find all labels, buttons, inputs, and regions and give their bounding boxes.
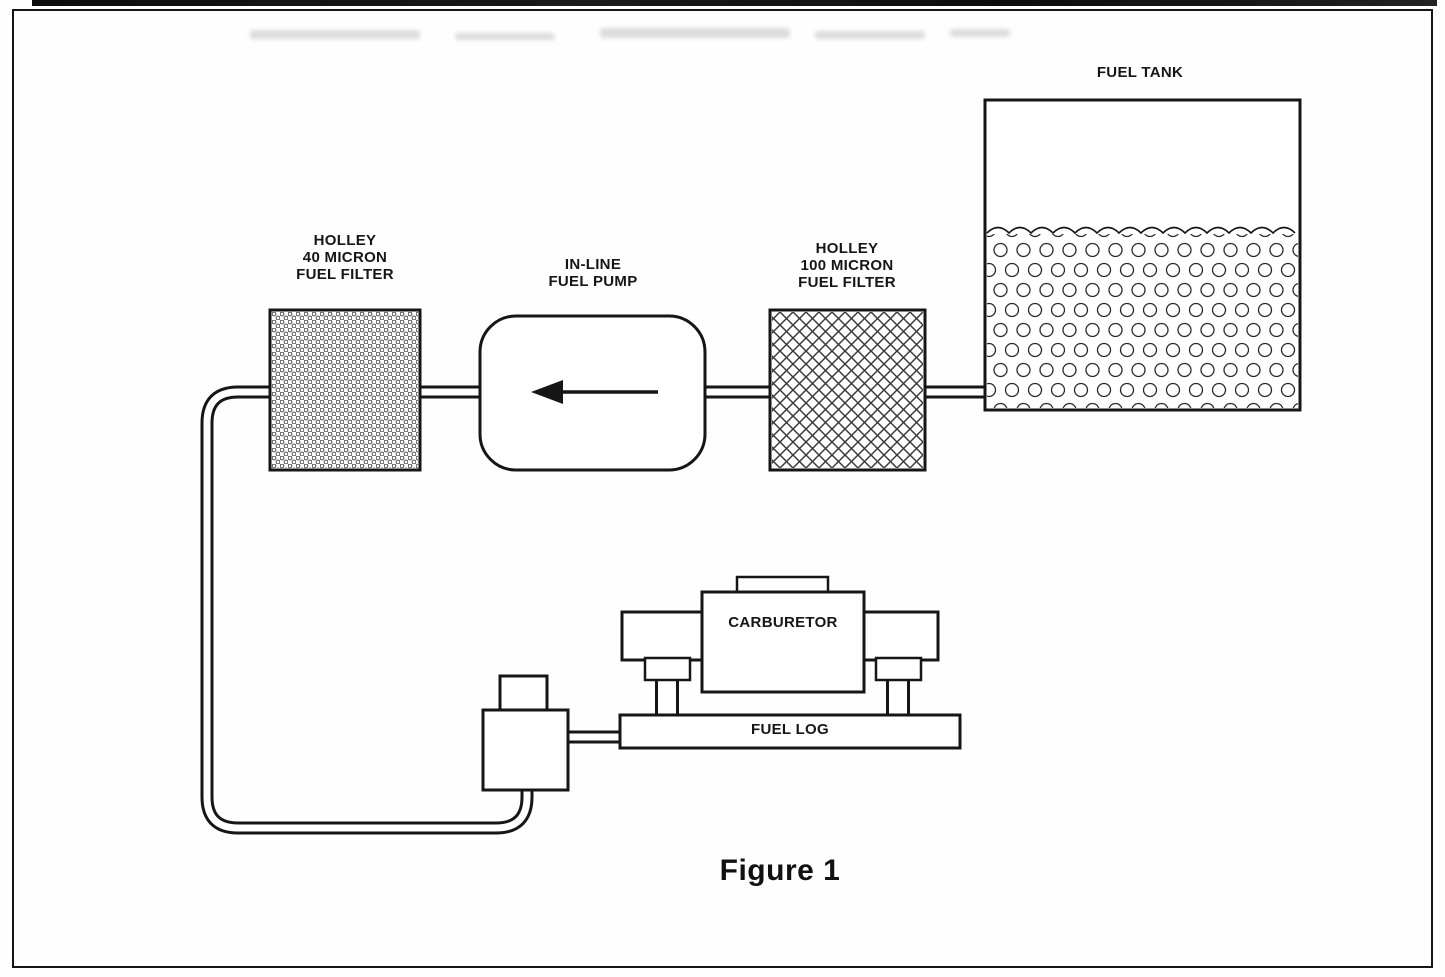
label-line: IN-LINE [564, 256, 622, 273]
figure-caption: Figure 1 [719, 854, 841, 887]
label-line: CARBURETOR [728, 614, 838, 631]
fuel-tank-shape [983, 98, 1302, 412]
filter-100-micron-shape [768, 308, 927, 472]
label-line: FUEL FILTER [798, 274, 896, 291]
label-line: FUEL LOG [751, 721, 829, 738]
label-line: 40 MICRON [302, 249, 388, 266]
label-line: FUEL TANK [1096, 64, 1184, 81]
fuel-pump-label: IN-LINE FUEL PUMP [503, 256, 683, 290]
scan-smudge [250, 30, 420, 39]
flow-arrow-icon [531, 380, 658, 404]
carburetor-assembly-shape [620, 575, 940, 694]
scan-smudge [950, 29, 1010, 37]
fine-mesh-pattern [272, 312, 418, 468]
label-line: FUEL FILTER [296, 266, 394, 283]
label-line: FUEL PUMP [548, 273, 638, 290]
scan-smudge [600, 28, 790, 38]
right-foot [874, 656, 923, 682]
fuel-tank-label: FUEL TANK [1040, 64, 1240, 81]
fuel-log-shape [618, 713, 962, 750]
carburetor-label: CARBURETOR [703, 614, 863, 631]
fuel-liquid-pattern [987, 234, 1298, 408]
carburetor-legs [655, 678, 910, 717]
scan-smudge [455, 33, 555, 40]
left-foot [643, 656, 692, 682]
label-line: HOLLEY [815, 240, 879, 257]
scan-artifact-bar [32, 0, 1437, 6]
fuel-log-label: FUEL LOG [620, 721, 960, 738]
carburetor-body [700, 590, 866, 694]
fuel-pump-shape [478, 314, 707, 472]
filter-40-micron-label: HOLLEY 40 MICRON FUEL FILTER [255, 232, 435, 283]
fuel-surface-wave [986, 226, 1296, 235]
filter-100-micron-label: HOLLEY 100 MICRON FUEL FILTER [757, 240, 937, 291]
figure-border [12, 9, 1433, 968]
mesh-pattern [772, 312, 923, 468]
label-line: HOLLEY [313, 232, 377, 249]
scan-smudge [815, 31, 925, 39]
inlet-fitting-shape [481, 674, 570, 792]
label-line: 100 MICRON [800, 257, 894, 274]
filter-40-micron-shape [268, 308, 422, 472]
